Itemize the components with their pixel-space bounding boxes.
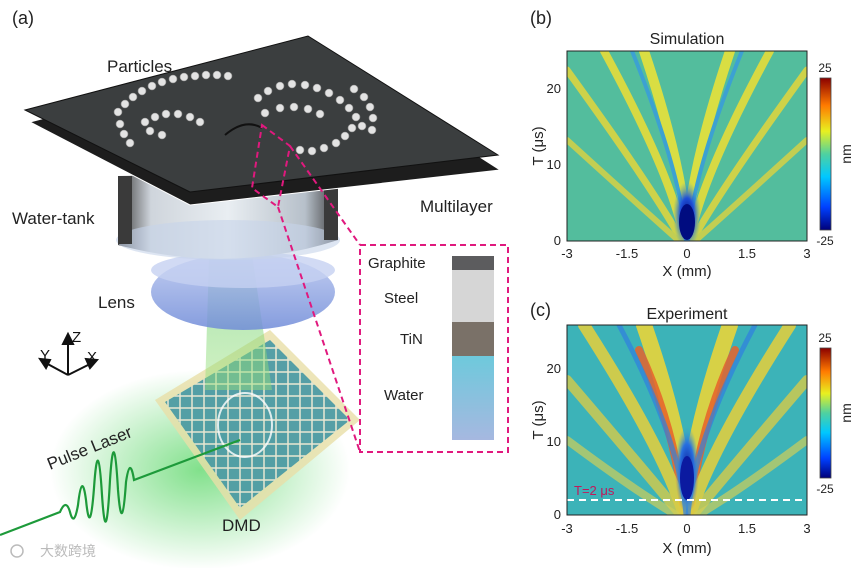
chart-b-title: Simulation bbox=[650, 31, 725, 48]
chart-b-ytick-2: 20 bbox=[547, 81, 561, 96]
layer-tin-swatch bbox=[452, 322, 494, 356]
chart-b-xtick-2: 0 bbox=[683, 246, 690, 261]
panel-b-tag: (b) bbox=[530, 8, 552, 28]
chart-b-xtick-4: 3 bbox=[803, 246, 810, 261]
chart-b-colorbar bbox=[819, 77, 832, 231]
chart-c-title: Experiment bbox=[647, 306, 728, 323]
chart-b-xaxis: -3 -1.5 0 1.5 3 X (mm) bbox=[561, 246, 810, 280]
chart-b-plot bbox=[567, 51, 807, 241]
chart-b-cbar-max: 25 bbox=[818, 61, 832, 75]
layer-steel-swatch bbox=[452, 270, 494, 322]
axis-z-label: Z bbox=[72, 329, 81, 346]
chart-c-cbar-min: -25 bbox=[816, 482, 834, 496]
chart-b-ytick-1: 10 bbox=[547, 157, 561, 172]
chart-b-xtick-0: -3 bbox=[561, 246, 573, 261]
layer-water-label: Water bbox=[384, 387, 423, 404]
chart-b-yaxis: 0 10 20 T (μs) bbox=[530, 81, 561, 248]
chart-c-ytick-0: 0 bbox=[554, 507, 561, 522]
chart-c-colorbar bbox=[819, 347, 832, 479]
layer-steel-label: Steel bbox=[384, 290, 418, 307]
panel-a: (a) bbox=[0, 8, 509, 568]
chart-c-yaxis: 0 10 20 T (μs) bbox=[530, 361, 561, 522]
chart-b-xlabel: X (mm) bbox=[662, 263, 711, 280]
layer-graphite-swatch bbox=[452, 256, 494, 270]
chart-c-cbar-label: nm bbox=[838, 403, 854, 422]
axes-triad bbox=[37, 331, 100, 376]
chart-b-cbar-label: nm bbox=[838, 144, 854, 163]
chart-c-ytick-1: 10 bbox=[547, 434, 561, 449]
axis-x-label: X bbox=[87, 349, 97, 366]
chart-b-xtick-1: -1.5 bbox=[616, 246, 638, 261]
layer-water-swatch bbox=[452, 356, 494, 440]
multilayer-plate bbox=[23, 35, 502, 206]
chart-b-ytick-0: 0 bbox=[554, 233, 561, 248]
panel-a-tag: (a) bbox=[12, 8, 34, 28]
chart-c-xaxis: -3 -1.5 0 1.5 3 X (mm) bbox=[561, 521, 810, 557]
dmd-label: DMD bbox=[222, 516, 261, 535]
chart-b-ylabel: T (μs) bbox=[530, 126, 547, 165]
panel-c-tag: (c) bbox=[530, 300, 551, 320]
watermark: 大数跨境 bbox=[10, 543, 96, 559]
chart-c-xtick-4: 3 bbox=[803, 521, 810, 536]
chart-c-xtick-0: -3 bbox=[561, 521, 573, 536]
chart-c-xlabel: X (mm) bbox=[662, 540, 711, 557]
panel-c: (c) Experiment T=2 μs bbox=[530, 300, 854, 557]
chart-c-ytick-2: 20 bbox=[547, 361, 561, 376]
water-tank-label: Water-tank bbox=[12, 209, 95, 228]
zoom-guides bbox=[250, 123, 361, 453]
chart-c-annotation: T=2 μs bbox=[574, 483, 615, 498]
chart-c-xtick-3: 1.5 bbox=[738, 521, 756, 536]
watermark-text: 大数跨境 bbox=[40, 543, 96, 559]
chart-c-xtick-2: 0 bbox=[683, 521, 690, 536]
laser-pulse-wave bbox=[0, 438, 241, 537]
multilayer-label: Multilayer bbox=[420, 197, 493, 216]
chart-c-xtick-1: -1.5 bbox=[616, 521, 638, 536]
chart-b-xtick-3: 1.5 bbox=[738, 246, 756, 261]
particles-label: Particles bbox=[107, 57, 172, 76]
layer-graphite-label: Graphite bbox=[368, 255, 426, 272]
chart-c-cbar-max: 25 bbox=[818, 331, 832, 345]
layer-tin-label: TiN bbox=[400, 331, 423, 348]
particles bbox=[113, 70, 378, 156]
chart-b-cbar-min: -25 bbox=[816, 234, 834, 248]
panel-b: (b) Simulation -3 -1.5 0 bbox=[530, 8, 854, 280]
axis-y-label: Y bbox=[40, 347, 50, 364]
lens-label: Lens bbox=[98, 293, 135, 312]
lens bbox=[151, 252, 335, 330]
chart-c-ylabel: T (μs) bbox=[530, 400, 547, 439]
chart-c-plot bbox=[567, 325, 807, 515]
layer-inset: Graphite Steel TiN Water bbox=[359, 244, 509, 453]
